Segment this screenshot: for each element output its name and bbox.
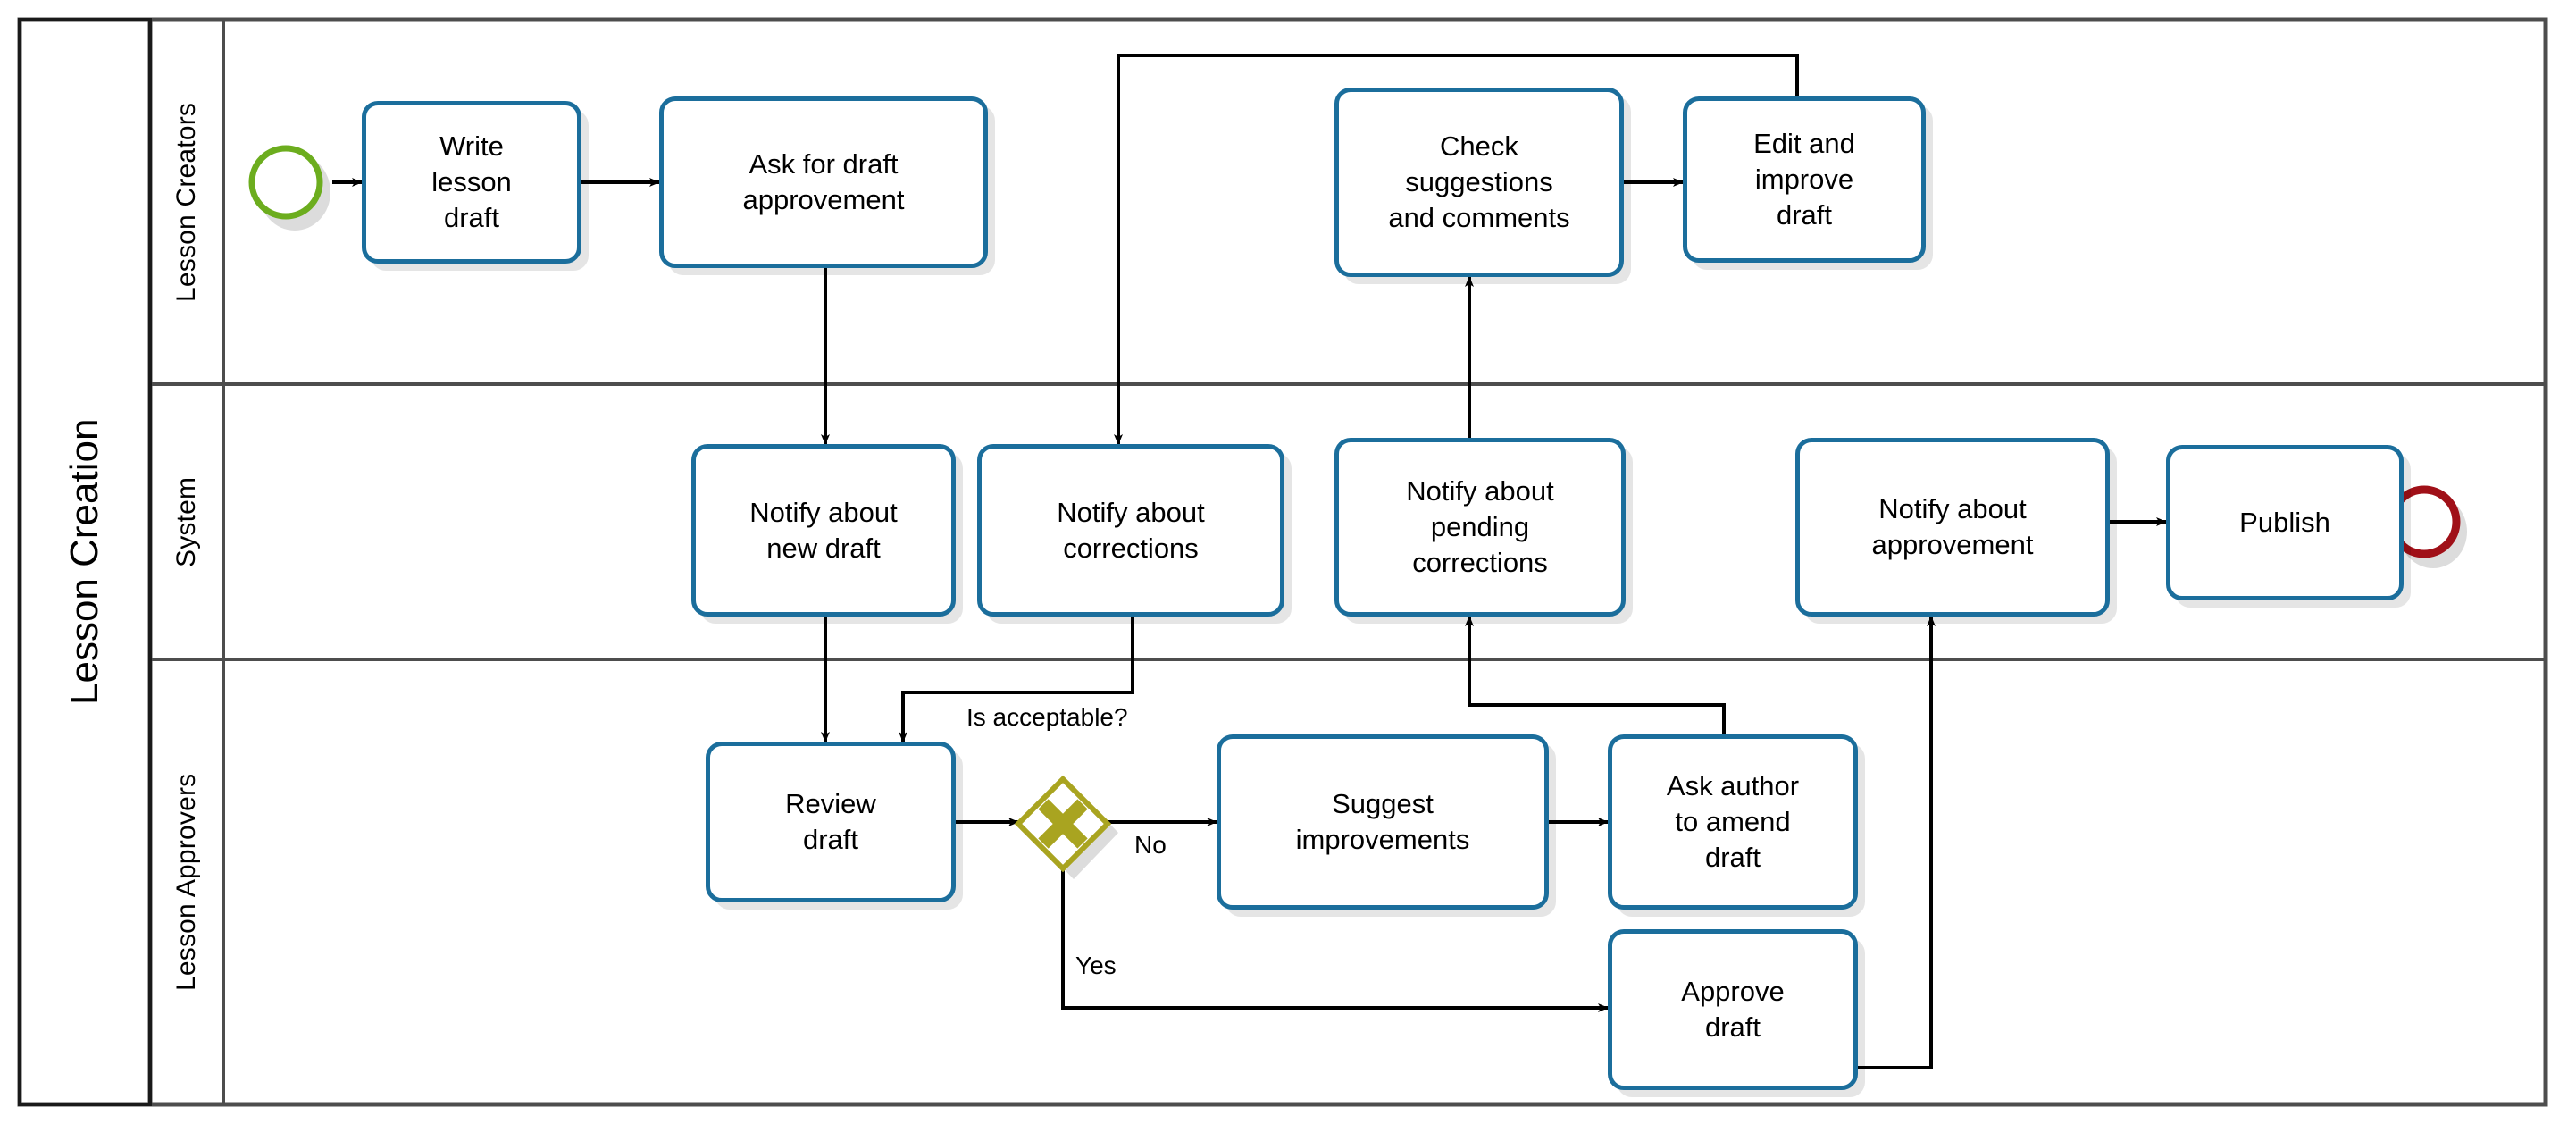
task-suggest-improvements[interactable]: Suggest improvements: [1217, 734, 1549, 910]
lane-label-system: System: [171, 476, 201, 567]
task-edit-and-improve-draft[interactable]: Edit and improve draft: [1683, 96, 1926, 263]
flow-corrections-to-review: [899, 617, 1134, 742]
start-event-icon: [248, 145, 323, 220]
task-notify-about-approvement[interactable]: Notify about approvement: [1795, 438, 2110, 617]
task-notify-about-corrections[interactable]: Notify about corrections: [977, 444, 1284, 617]
flow-label-no: No: [1134, 831, 1167, 859]
lane-label-lesson-creators: Lesson Creators: [171, 102, 201, 302]
exclusive-gateway-icon: [1014, 775, 1112, 873]
flow-edit-to-corrections: [1114, 54, 1799, 445]
task-publish[interactable]: Publish: [2166, 445, 2404, 600]
task-ask-for-draft-approvement[interactable]: Ask for draft approvement: [659, 96, 988, 268]
task-review-draft[interactable]: Review draft: [706, 742, 956, 902]
flow-gateway-yes: [1061, 865, 1609, 1012]
flow-ask-author-to-pending: [1465, 616, 1726, 755]
task-write-lesson-draft[interactable]: Write lesson draft: [362, 101, 581, 264]
task-check-suggestions-and-comments[interactable]: Check suggestions and comments: [1334, 88, 1624, 277]
flow-label-yes: Yes: [1075, 952, 1117, 979]
pool-label: Lesson Creation: [63, 418, 106, 706]
gateway-label-is-acceptable: Is acceptable?: [966, 703, 1128, 731]
task-notify-about-pending-corrections[interactable]: Notify about pending corrections: [1334, 438, 1626, 617]
task-ask-author-to-amend-draft[interactable]: Ask author to amend draft: [1608, 734, 1858, 910]
lane-label-lesson-approvers: Lesson Approvers: [171, 773, 201, 991]
task-notify-about-new-draft[interactable]: Notify about new draft: [691, 444, 956, 617]
task-approve-draft[interactable]: Approve draft: [1608, 929, 1858, 1090]
